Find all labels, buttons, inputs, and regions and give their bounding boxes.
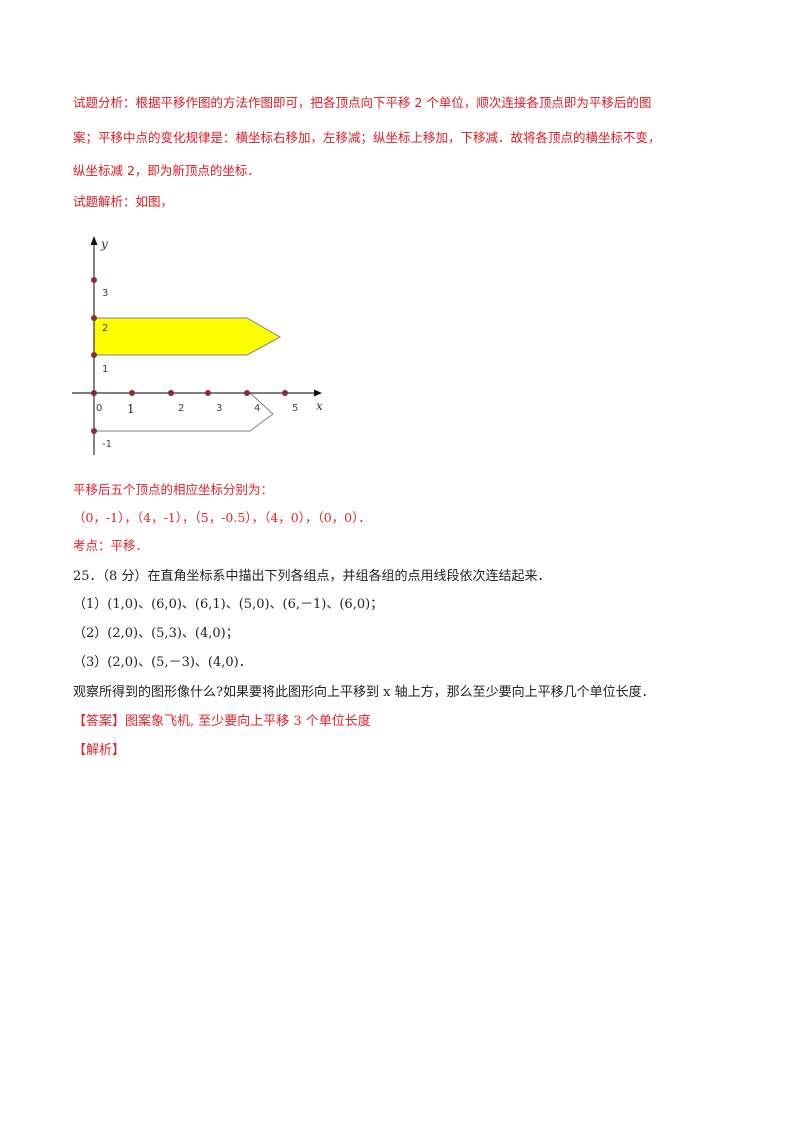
svg-text:5: 5	[292, 403, 298, 414]
svg-text:0: 0	[96, 403, 102, 414]
svg-text:3: 3	[102, 288, 108, 299]
x-axis-arrow-icon	[314, 389, 322, 397]
svg-text:2: 2	[102, 323, 108, 334]
question-25-ask: 观察所得到的图形像什么?如果要将此图形向上平移到 x 轴上方，那么至少要向上平移…	[73, 685, 655, 700]
analysis-line-2: 案；平移中点的变化规律是：横坐标右移加，左移减；纵坐标上移加，下移减．故将各顶点…	[73, 130, 661, 145]
original-shape	[93, 317, 282, 356]
svg-text:2: 2	[178, 403, 184, 414]
solution-heading: 试题解析：如图，	[73, 194, 174, 209]
kaodian-text: 考点：平移．	[73, 538, 149, 553]
question-25-item-2: （2）(2,0)、(5,3)、(4,0)；	[73, 626, 239, 641]
result-intro: 平移后五个顶点的相应坐标分别为：	[73, 482, 274, 497]
svg-text:-1: -1	[102, 439, 112, 450]
answer-text: 【答案】图案象飞机, 至少要向上平移 3 个单位长度	[73, 714, 371, 729]
coordinate-diagram: y x 3 2 1 -1 0 1 2 3 4 5	[72, 236, 323, 455]
y-axis-arrow-icon	[90, 236, 98, 245]
question-25-item-3: （3）(2,0)、(5,－3)、(4,0)．	[73, 655, 252, 670]
analysis-line-1: 试题分析：根据平移作图的方法作图即可，把各顶点向下平移 2 个单位，顺次连接各顶…	[73, 95, 652, 110]
svg-text:1: 1	[127, 402, 135, 416]
tick-labels: 3 2 1 -1 0 1 2 3 4 5	[96, 288, 298, 450]
svg-text:3: 3	[216, 403, 222, 414]
analysis-line-3: 纵坐标减 2，即为新顶点的坐标．	[73, 163, 260, 178]
question-25-stem: 25．（8 分）在直角坐标系中描出下列各组点，并组各组的点用线段依次连结起来．	[73, 569, 551, 584]
svg-text:1: 1	[102, 364, 108, 375]
y-axis-label: y	[100, 237, 108, 251]
result-coordinates: （0，-1），（4，-1），（5，-0.5），（4，0），（0，0）．	[73, 510, 371, 525]
jiexi-heading: 【解析】	[73, 743, 126, 758]
axis-points	[91, 277, 288, 434]
question-25-item-1: （1）(1,0)、(6,0)、(6,1)、(5,0)、(6,－1)、(6,0)；	[73, 597, 384, 612]
svg-text:4: 4	[254, 403, 260, 414]
x-axis-label: x	[316, 399, 323, 413]
